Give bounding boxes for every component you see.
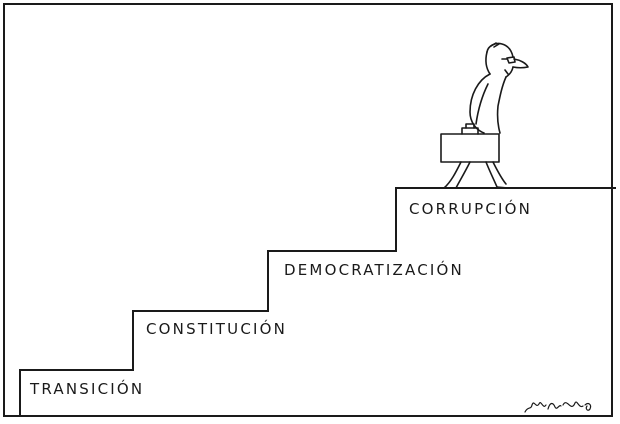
artist-signature — [524, 401, 592, 413]
step-label-constitucion: CONSTITUCIÓN — [146, 319, 287, 338]
walking-man-figure — [440, 42, 529, 189]
staircase — [19, 187, 616, 416]
step-label-transicion: TRANSICIÓN — [29, 379, 144, 398]
step-label-democratizacion: DEMOCRATIZACIÓN — [284, 260, 464, 279]
step-label-corrupcion: CORRUPCIÓN — [409, 199, 532, 218]
